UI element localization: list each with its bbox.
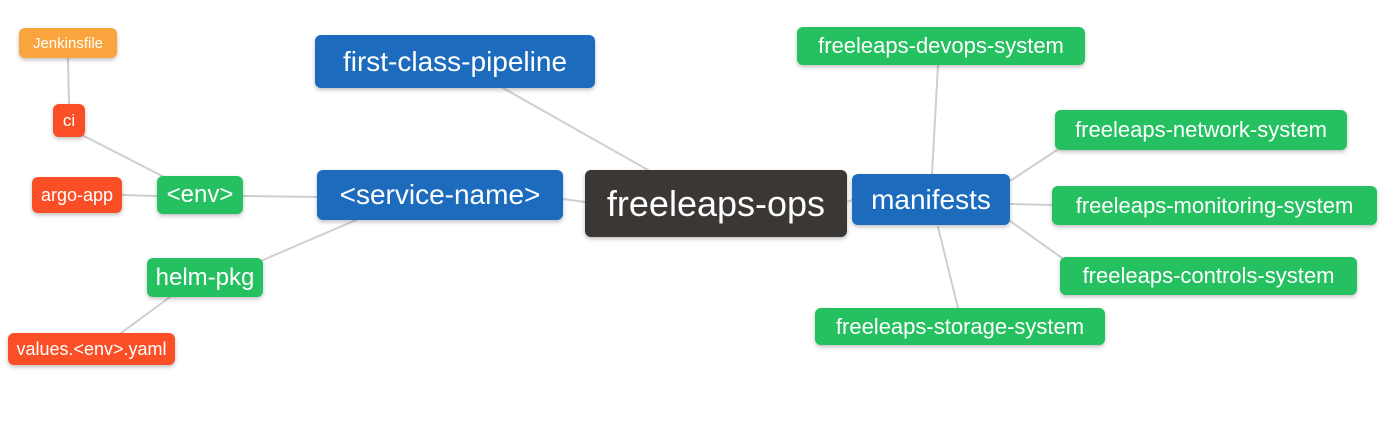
node-label: freeleaps-monitoring-system	[1075, 192, 1354, 218]
edge-first-class-pipeline-to-freeleaps-ops	[502, 87, 649, 171]
node-label: first-class-pipeline	[342, 45, 568, 77]
edge-jenkinsfile-to-ci	[67, 57, 70, 105]
node-label: argo-app	[40, 185, 114, 205]
edge-manifests-to-freeleaps-devops-system	[931, 64, 939, 175]
edge-env-to-service-name	[242, 195, 318, 198]
node-label: helm-pkg	[155, 263, 255, 291]
node-ci[interactable]: ci	[53, 104, 85, 137]
node-label: freeleaps-storage-system	[835, 313, 1085, 339]
edge-ci-to-env	[81, 134, 167, 179]
node-label: freeleaps-ops	[606, 182, 826, 224]
edge-manifests-to-freeleaps-storage-system	[937, 226, 959, 309]
node-argo-app[interactable]: argo-app	[32, 177, 122, 213]
node-label: Jenkinsfile	[32, 34, 104, 52]
edge-service-name-to-freeleaps-ops	[562, 198, 586, 203]
node-manifests[interactable]: manifests	[852, 174, 1010, 225]
edge-manifests-to-freeleaps-network-system	[1009, 149, 1058, 182]
node-label: values.<env>.yaml	[16, 339, 167, 359]
node-label: freeleaps-network-system	[1075, 117, 1327, 142]
node-freeleaps-monitoring-system[interactable]: freeleaps-monitoring-system	[1052, 186, 1377, 225]
node-freeleaps-ops[interactable]: freeleaps-ops	[585, 170, 847, 237]
node-env[interactable]: <env>	[157, 176, 243, 214]
node-freeleaps-devops-system[interactable]: freeleaps-devops-system	[797, 27, 1085, 65]
node-service-name[interactable]: <service-name>	[317, 170, 563, 220]
node-helm-pkg[interactable]: helm-pkg	[147, 258, 263, 297]
node-freeleaps-controls-system[interactable]: freeleaps-controls-system	[1060, 257, 1357, 295]
node-values-env-yaml[interactable]: values.<env>.yaml	[8, 333, 175, 365]
node-freeleaps-storage-system[interactable]: freeleaps-storage-system	[815, 308, 1105, 345]
node-jenkinsfile[interactable]: Jenkinsfile	[19, 28, 117, 58]
edge-helm-pkg-to-service-name	[262, 219, 357, 261]
node-label: <service-name>	[339, 179, 541, 210]
edge-manifests-to-freeleaps-monitoring-system	[1009, 203, 1053, 206]
node-label: freeleaps-controls-system	[1082, 263, 1335, 288]
node-label: <env>	[166, 181, 234, 208]
node-label: manifests	[871, 183, 991, 215]
node-label: freeleaps-devops-system	[818, 33, 1064, 58]
edge-argo-app-to-env	[121, 194, 158, 197]
edge-values-env-yaml-to-helm-pkg	[120, 296, 171, 334]
node-freeleaps-network-system[interactable]: freeleaps-network-system	[1055, 110, 1347, 150]
node-first-class-pipeline[interactable]: first-class-pipeline	[315, 35, 595, 88]
node-label: ci	[62, 111, 76, 130]
edge-manifests-to-freeleaps-controls-system	[1009, 220, 1063, 259]
